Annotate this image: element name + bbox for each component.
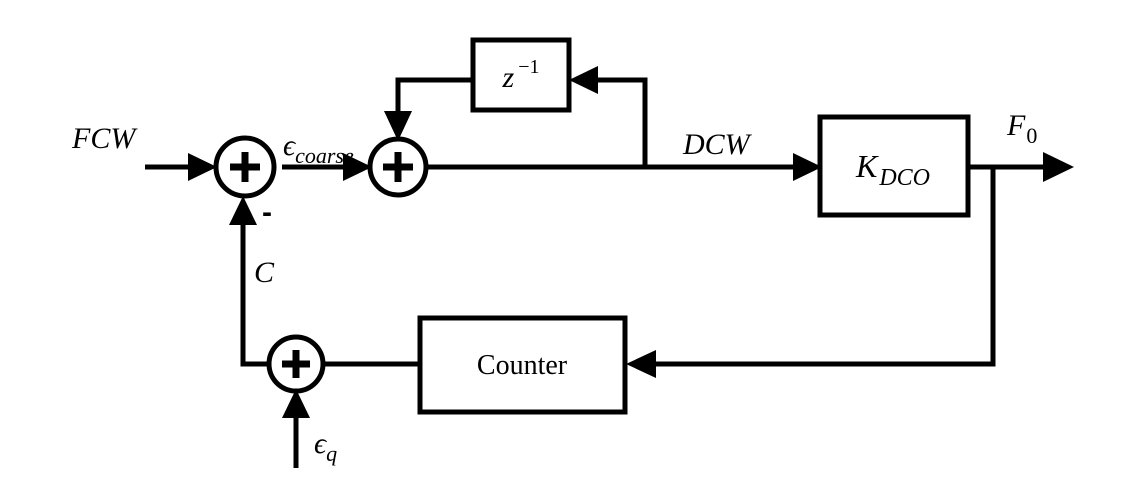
arrowhead-f0 bbox=[1043, 152, 1074, 182]
eps-q-label: ϵq bbox=[314, 427, 337, 466]
arrowhead-delay-out bbox=[384, 111, 412, 141]
counter-label: Counter bbox=[477, 350, 568, 381]
arrowhead-delay-in bbox=[569, 66, 598, 94]
c-label: C bbox=[254, 256, 275, 289]
wire-delay-out bbox=[395, 77, 473, 115]
arrowhead-epsq bbox=[282, 389, 310, 418]
fcw-label: FCW bbox=[71, 122, 138, 155]
delay-block: z−1 bbox=[470, 37, 572, 113]
arrowhead-coarse bbox=[343, 153, 372, 181]
arrowhead-c bbox=[229, 196, 257, 225]
wire-dcw-tap bbox=[593, 77, 648, 167]
summer-3 bbox=[266, 334, 326, 394]
delay-label: z−1 bbox=[502, 56, 540, 94]
wire-feedback-counter bbox=[655, 167, 996, 367]
arrowhead-fcw bbox=[188, 153, 217, 181]
arrowhead-dcw bbox=[793, 153, 822, 181]
summer-1 bbox=[213, 135, 277, 199]
minus-sign: - bbox=[262, 196, 272, 229]
wire-c-path bbox=[240, 225, 270, 367]
f0-label: F0 bbox=[1006, 109, 1037, 148]
dcw-label: DCW bbox=[682, 128, 753, 161]
counter-block: Counter bbox=[417, 315, 628, 415]
dco-label: KDCO bbox=[855, 148, 930, 191]
arrowhead-counter-in bbox=[626, 350, 656, 378]
dco-block: KDCO bbox=[817, 114, 971, 218]
eps-coarse-label: ϵcoarse bbox=[283, 129, 354, 168]
summer-2 bbox=[367, 136, 429, 198]
